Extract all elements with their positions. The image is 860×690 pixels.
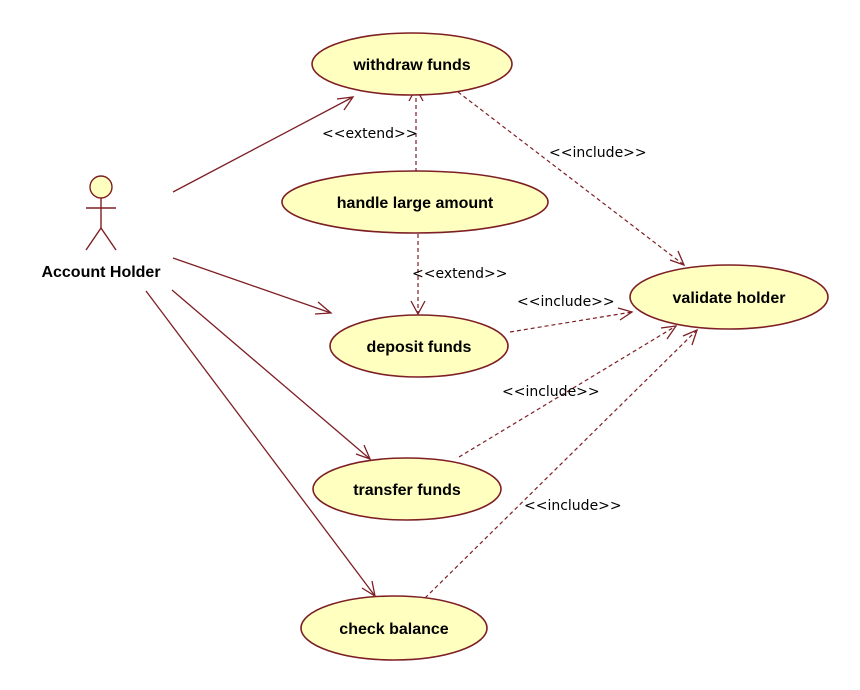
use-case-withdraw-funds-ellipse xyxy=(311,32,513,96)
use-case-check-balance-label: check balance xyxy=(339,621,449,638)
assoc-deposit-arrowhead xyxy=(314,301,333,315)
actor-left-leg xyxy=(85,227,102,251)
assoc-withdraw-arrowhead xyxy=(336,96,355,111)
include-balance-line xyxy=(424,329,698,599)
use-case-transfer-funds-ellipse xyxy=(312,457,502,521)
use-case-validate-holder-ellipse xyxy=(629,264,829,330)
use-case-validate-holder-label: validate holder xyxy=(673,290,786,307)
use-case-deposit-funds-ellipse xyxy=(329,314,509,378)
associations xyxy=(145,96,376,598)
include-withdraw-line xyxy=(457,91,685,266)
use-case-deposit-funds[interactable]: deposit funds xyxy=(329,314,509,378)
use-case-transfer-funds[interactable]: transfer funds xyxy=(312,457,502,521)
extend-deposit-arrowhead xyxy=(410,300,426,316)
assoc-withdraw xyxy=(172,96,354,193)
include-transfer-arrowhead xyxy=(660,325,678,340)
actor-head xyxy=(89,175,113,199)
use-case-validate-holder[interactable]: validate holder xyxy=(629,264,829,330)
actor-account-holder[interactable]: Account Holder xyxy=(41,175,161,281)
use-case-handle-large-amount[interactable]: handle large amount xyxy=(281,170,549,234)
use-case-withdraw-funds-label: withdraw funds xyxy=(352,57,470,74)
use-case-check-balance-ellipse xyxy=(300,595,488,661)
include-label-deposit: <<include>> xyxy=(517,294,615,310)
include-balance-arrowhead xyxy=(682,328,699,346)
stereotype-labels: <<extend>> <<extend>> <<include>> <<incl… xyxy=(322,126,647,514)
use-case-handle-large-amount-label: handle large amount xyxy=(337,195,494,212)
use-case-withdraw-funds[interactable]: withdraw funds xyxy=(311,32,513,96)
use-case-deposit-funds-label: deposit funds xyxy=(367,339,472,356)
assoc-deposit xyxy=(172,257,332,314)
actor-right-leg xyxy=(100,227,117,251)
use-case-check-balance[interactable]: check balance xyxy=(300,595,488,661)
include-withdraw-arrowhead xyxy=(669,250,686,267)
assoc-balance xyxy=(145,290,376,597)
use-case-transfer-funds-label: transfer funds xyxy=(353,482,461,499)
include-label-balance: <<include>> xyxy=(524,498,622,514)
assoc-transfer-arrowhead xyxy=(355,444,372,461)
assoc-transfer xyxy=(171,289,371,460)
include-deposit-arrowhead xyxy=(617,307,634,321)
include-transfer-line xyxy=(458,325,677,458)
include-dependencies xyxy=(424,91,699,599)
actor-label: Account Holder xyxy=(41,264,160,281)
extend-label-deposit: <<extend>> xyxy=(412,266,507,282)
include-label-transfer: <<include>> xyxy=(502,384,600,400)
include-label-withdraw: <<include>> xyxy=(549,145,647,161)
include-deposit-line xyxy=(509,311,633,333)
extend-label-withdraw: <<extend>> xyxy=(322,126,417,142)
extend-dependencies xyxy=(408,86,426,316)
use-case-handle-large-amount-ellipse xyxy=(281,170,549,234)
